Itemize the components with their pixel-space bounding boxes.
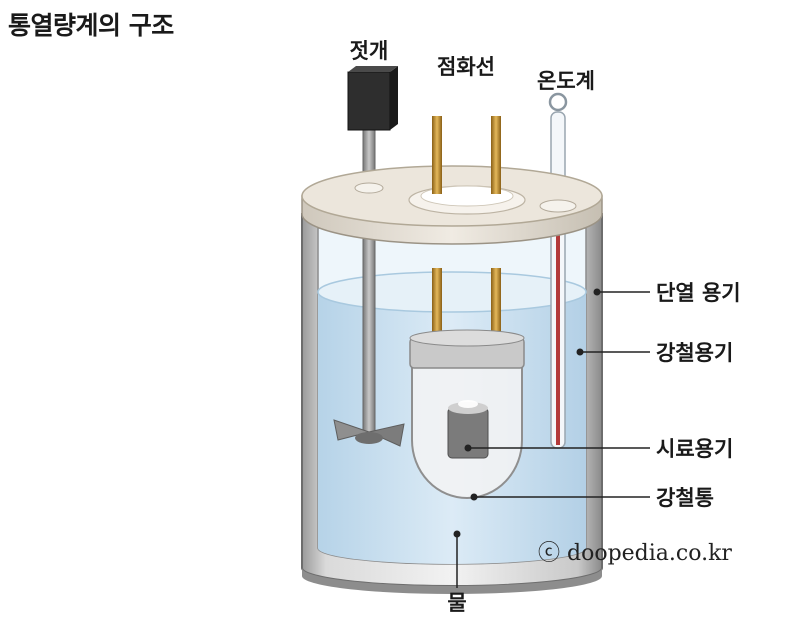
- label-insulated-container: 단열 용기: [656, 281, 741, 305]
- label-steel-bomb: 강철통: [656, 486, 714, 510]
- label-steel-container: 강철용기: [656, 341, 733, 365]
- label-sample-container: 시료용기: [656, 437, 733, 461]
- lid: [301, 165, 603, 245]
- label-water: 물: [447, 591, 466, 615]
- label-ignition-wire: 점화선: [437, 55, 495, 79]
- label-thermometer: 온도계: [537, 69, 595, 93]
- steel-bomb: [409, 329, 525, 499]
- diagram-title: 통열량계의 구조: [8, 11, 174, 40]
- label-stirrer: 젓개: [350, 39, 389, 63]
- ignition-wires-lower: [432, 268, 501, 352]
- credit-text: ⓒ doopedia.co.kr: [538, 541, 732, 566]
- leader-lines: [453, 288, 650, 588]
- thermometer: [548, 92, 568, 449]
- ignition-wires-upper: [432, 116, 501, 194]
